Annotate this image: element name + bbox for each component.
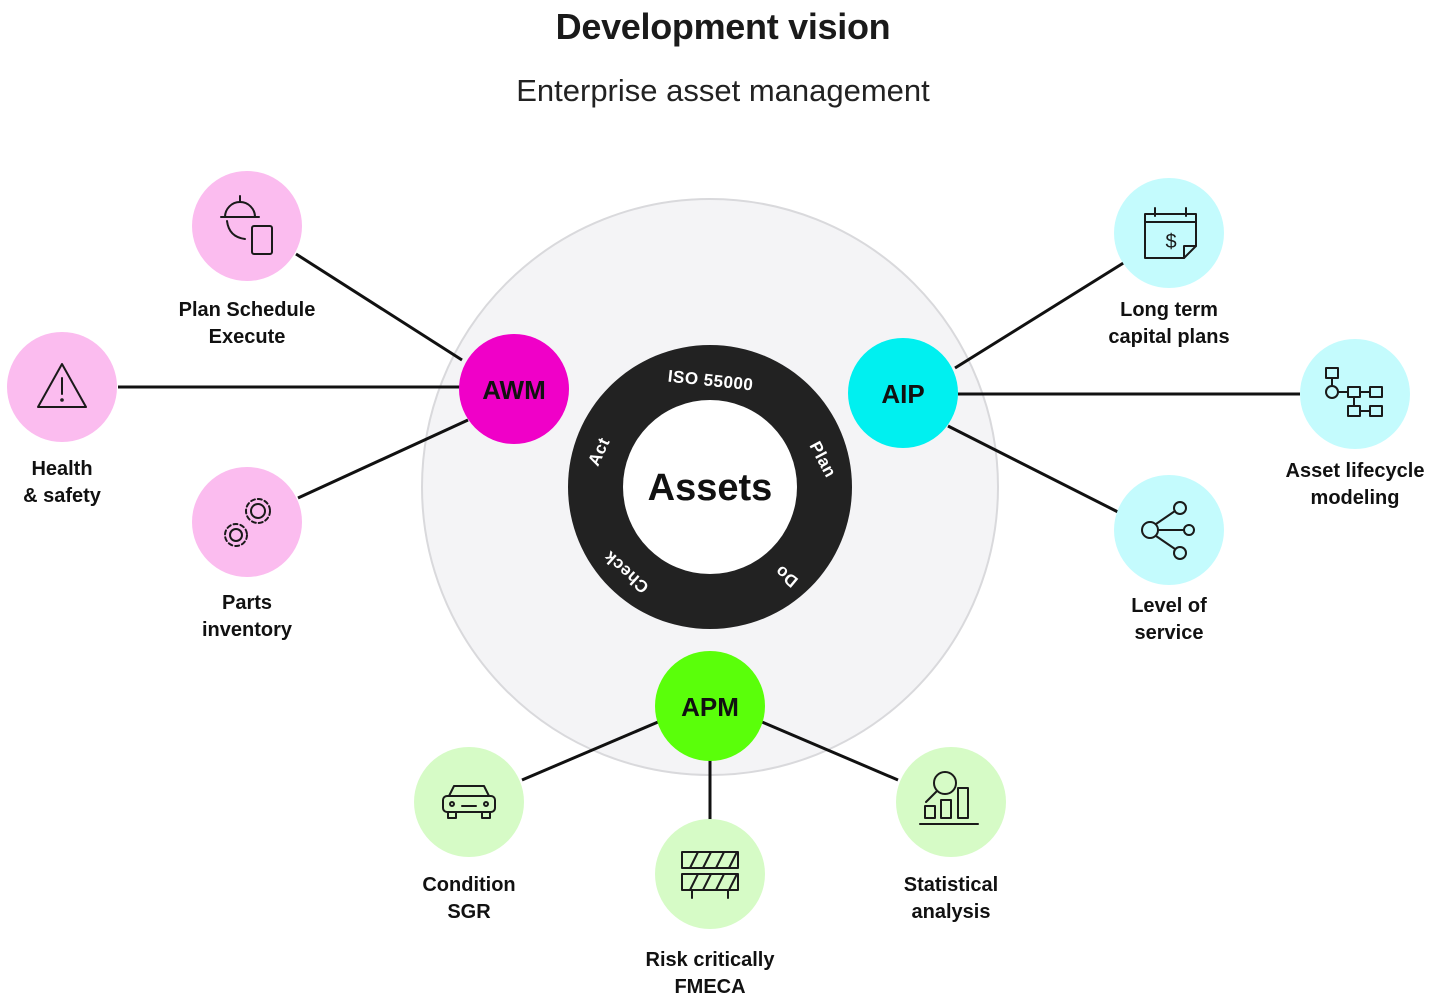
- node-health-safety[interactable]: Health & safety: [7, 332, 117, 507]
- worker-helmet-tablet-icon: [220, 195, 273, 255]
- svg-text:$: $: [1165, 231, 1176, 253]
- node-risk-fmeca-line1: Risk critically: [646, 949, 776, 971]
- node-level-of-service[interactable]: Level of service: [1114, 475, 1224, 644]
- hub-apm[interactable]: APM: [655, 651, 765, 761]
- node-level-of-service-line1: Level of: [1131, 595, 1207, 617]
- node-risk-fmeca-line2: FMECA: [674, 976, 745, 995]
- node-condition-sgr-line2: SGR: [447, 901, 491, 923]
- node-long-term-line2: capital plans: [1108, 326, 1229, 348]
- node-parts-inventory-line2: inventory: [202, 619, 293, 641]
- hub-aip-label: AIP: [881, 379, 924, 409]
- node-parts-inventory[interactable]: Parts inventory: [192, 467, 302, 641]
- node-health-safety-line2: & safety: [23, 485, 102, 507]
- hub-aip[interactable]: AIP: [848, 338, 958, 448]
- node-statistical-line1: Statistical: [904, 874, 998, 896]
- warning-triangle-icon: [37, 363, 87, 408]
- node-condition-sgr-line1: Condition: [422, 874, 515, 896]
- bar-chart-magnifier-icon: [919, 771, 979, 825]
- node-asset-lifecycle-line1: Asset lifecycle: [1286, 460, 1425, 482]
- node-long-term-line1: Long term: [1120, 299, 1218, 321]
- node-plan-schedule-line1: Plan Schedule: [179, 299, 316, 321]
- node-asset-lifecycle[interactable]: Asset lifecycle modeling: [1286, 339, 1425, 509]
- node-long-term[interactable]: $ Long term capital plans: [1108, 178, 1230, 348]
- connector-lines: [118, 252, 1300, 820]
- node-statistical[interactable]: Statistical analysis: [896, 747, 1006, 923]
- node-statistical-line2: analysis: [912, 901, 991, 923]
- node-risk-fmeca[interactable]: Risk critically FMECA: [646, 819, 776, 995]
- car-icon: [442, 785, 496, 819]
- calendar-dollar-icon: $: [1144, 207, 1197, 259]
- page-subtitle: Enterprise asset management: [516, 73, 930, 108]
- barrier-icon: [681, 851, 739, 899]
- node-level-of-service-line2: service: [1135, 622, 1204, 644]
- share-nodes-icon: [1141, 501, 1195, 560]
- node-parts-inventory-line1: Parts: [222, 592, 272, 614]
- node-plan-schedule-line2: Execute: [209, 326, 286, 348]
- hub-apm-label: APM: [681, 692, 739, 722]
- node-asset-lifecycle-line2: modeling: [1311, 487, 1400, 509]
- assets-label: Assets: [648, 467, 773, 509]
- page-title: Development vision: [555, 6, 891, 47]
- node-plan-schedule[interactable]: Plan Schedule Execute: [179, 171, 316, 348]
- assets-core: [623, 400, 797, 574]
- gears-icon: [224, 498, 271, 547]
- hub-awm[interactable]: AWM: [459, 334, 569, 444]
- flowchart-icon: [1325, 367, 1383, 417]
- node-health-safety-line1: Health: [31, 458, 92, 480]
- hub-awm-label: AWM: [482, 375, 546, 405]
- node-condition-sgr[interactable]: Condition SGR: [414, 747, 524, 923]
